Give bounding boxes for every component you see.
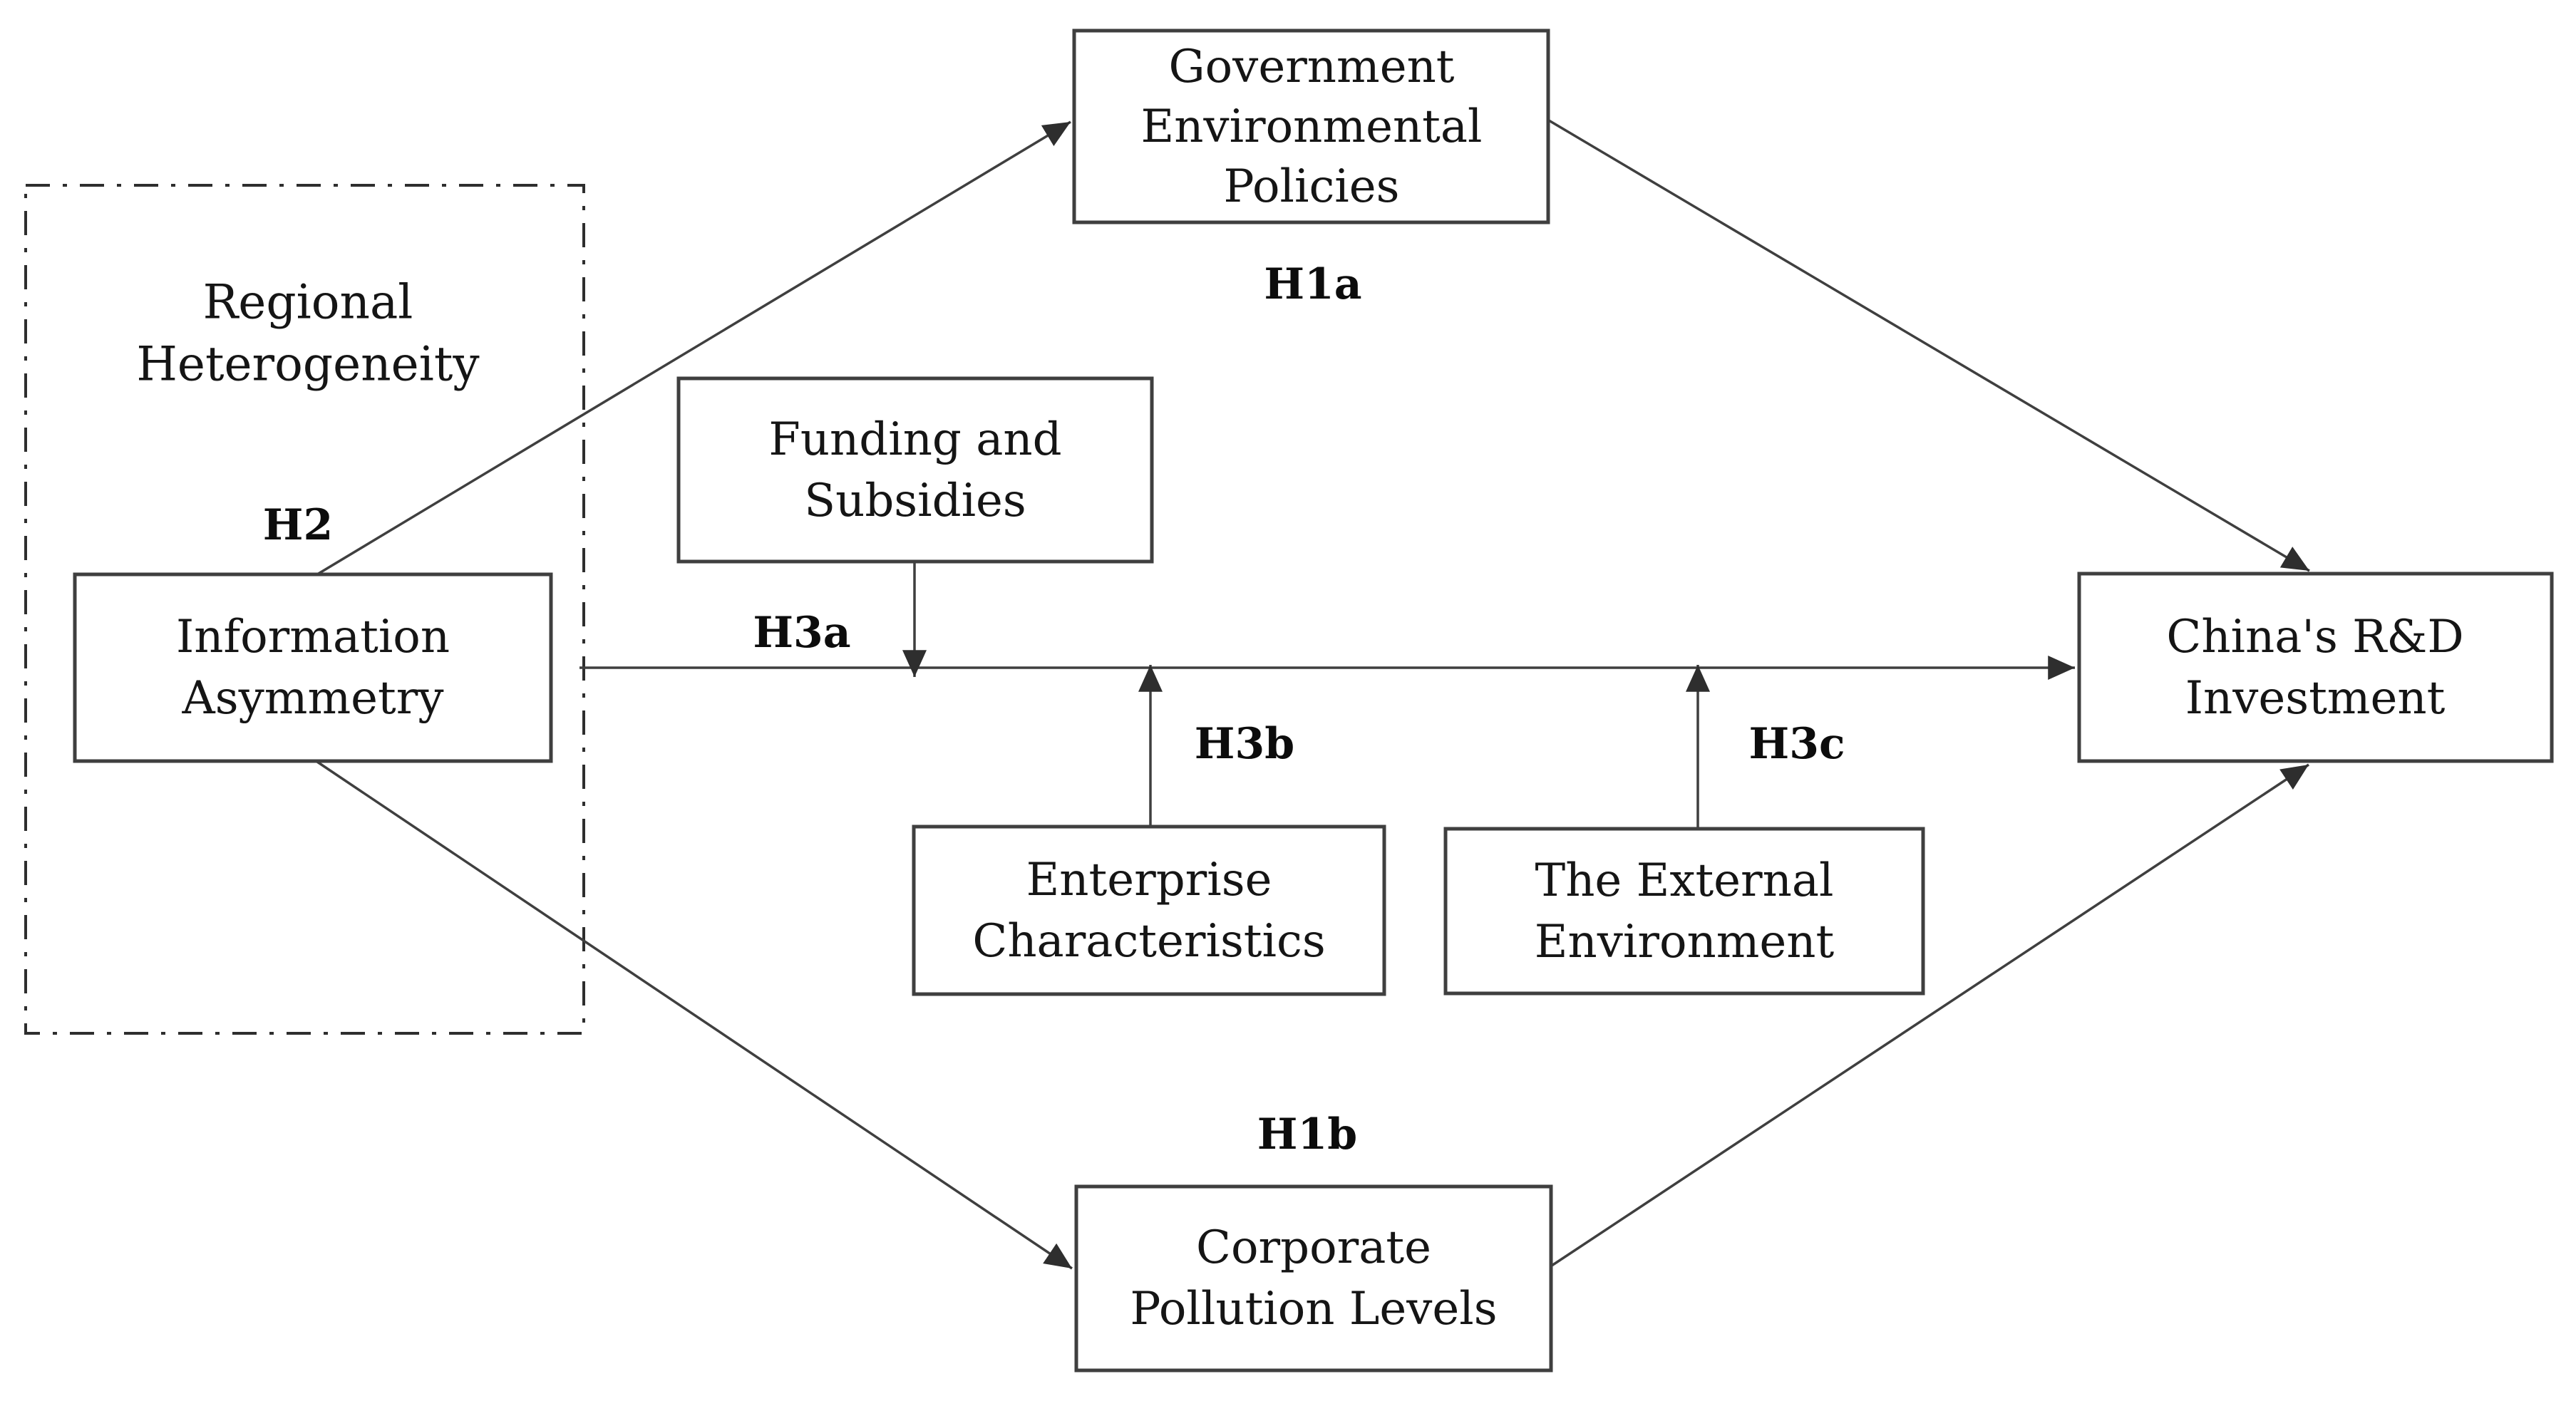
regional-heterogeneity-label: Regional Heterogeneity: [136, 275, 480, 392]
arrow-information-to-corporate: [316, 760, 1073, 1270]
hypothesis-h3a-label: H3a: [753, 608, 850, 658]
arrow-government-to-china-rd: [1548, 119, 2310, 572]
external-environment-box: [1443, 827, 1925, 996]
funding-subsidies-node: Funding and Subsidies: [676, 376, 1154, 564]
china-rd-investment-label-line1: China's R&D: [2166, 611, 2463, 663]
information-asymmetry-label-line1: Information: [176, 611, 450, 663]
hypothesis-h1b-label: H1b: [1257, 1110, 1357, 1159]
arrow-corporate-to-china-rd: [1551, 763, 2309, 1267]
china-rd-investment-label-line2: Investment: [2185, 672, 2446, 725]
hypothesis-h1a-label: H1a: [1264, 259, 1361, 309]
china-rd-investment-node: China's R&D Investment: [2077, 572, 2554, 763]
funding-subsidies-label-line2: Subsidies: [804, 475, 1026, 527]
information-asymmetry-node: Information Asymmetry: [73, 572, 553, 763]
government-policies-node: Government Environmental Policies: [1072, 29, 1550, 224]
enterprise-characteristics-node: Enterprise Characteristics: [912, 825, 1386, 996]
regional-heterogeneity-region: [24, 184, 585, 1035]
external-environment-node: The External Environment: [1443, 827, 1925, 996]
hypothesis-h2-label: H2: [263, 500, 333, 550]
government-policies-box: [1072, 29, 1550, 224]
information-asymmetry-box: [73, 572, 553, 763]
government-policies-label-line3: Policies: [1224, 160, 1400, 213]
funding-subsidies-label-line1: Funding and: [768, 413, 1061, 466]
corporate-pollution-label-line2: Pollution Levels: [1130, 1283, 1497, 1335]
external-environment-label-line2: Environment: [1535, 916, 1835, 968]
regional-heterogeneity-line1: Regional: [203, 275, 413, 330]
arrow-information-to-government: [316, 120, 1071, 576]
corporate-pollution-label-line1: Corporate: [1196, 1221, 1431, 1274]
enterprise-characteristics-label-line1: Enterprise: [1026, 854, 1272, 906]
information-asymmetry-label-line2: Asymmetry: [182, 672, 444, 725]
government-policies-label-line1: Government: [1169, 41, 1455, 93]
enterprise-characteristics-box: [912, 825, 1386, 996]
hypothesis-h3c-label: H3c: [1749, 719, 1845, 769]
enterprise-characteristics-label-line2: Characteristics: [972, 915, 1325, 968]
corporate-pollution-box: [1074, 1184, 1553, 1373]
corporate-pollution-node: Corporate Pollution Levels: [1074, 1184, 1553, 1373]
china-rd-investment-box: [2077, 572, 2554, 763]
government-policies-label-line2: Environmental: [1140, 100, 1482, 153]
regional-heterogeneity-line2: Heterogeneity: [136, 337, 480, 392]
external-environment-label-line1: The External: [1535, 854, 1834, 907]
hypothesis-h3b-label: H3b: [1195, 719, 1294, 769]
funding-subsidies-box: [676, 376, 1154, 564]
